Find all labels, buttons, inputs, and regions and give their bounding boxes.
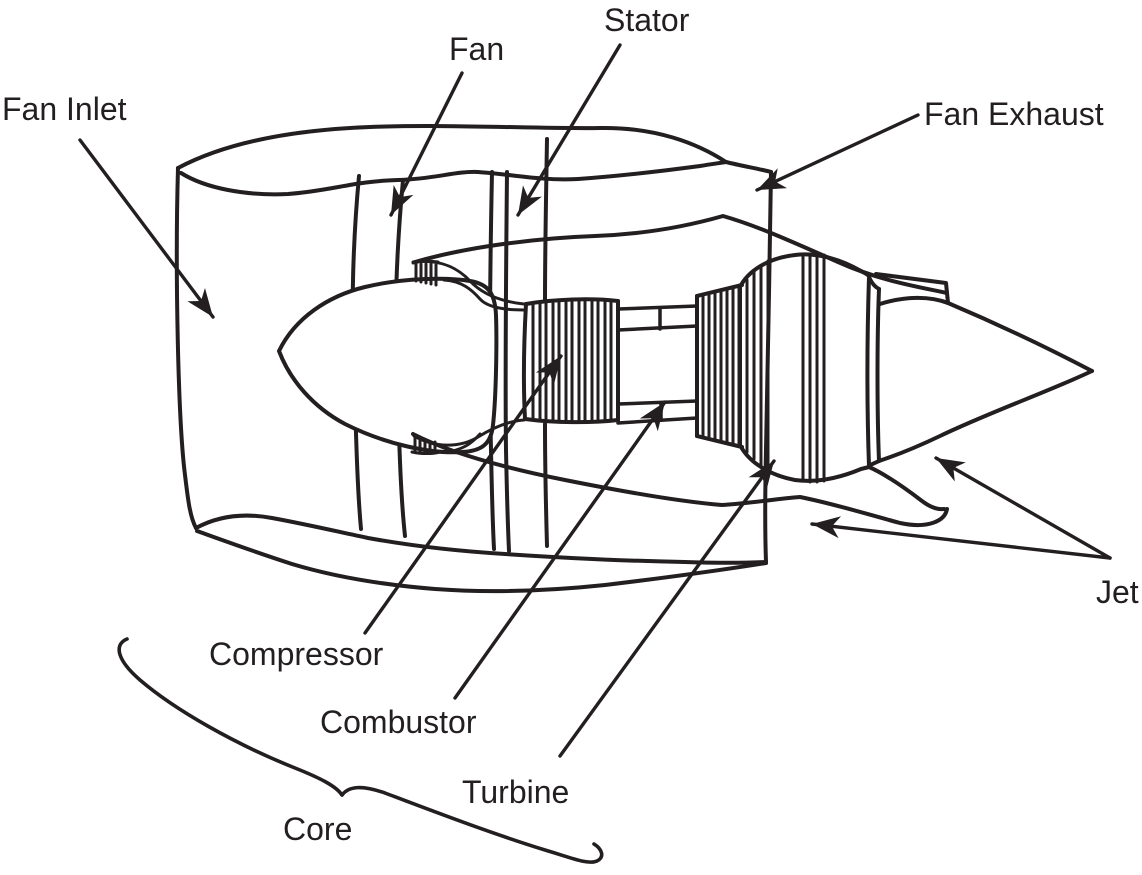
exhaust-cone <box>865 272 1094 512</box>
turbine-lp-drum <box>738 252 871 484</box>
label-jet: Jet <box>1096 574 1139 610</box>
fan-inlet-arrow <box>78 138 215 319</box>
combustor-section <box>616 304 699 425</box>
label-fan-exhaust: Fan Exhaust <box>924 96 1104 132</box>
jet-arrow-core <box>934 456 1112 560</box>
label-core: Core <box>283 811 353 847</box>
label-compressor: Compressor <box>209 636 384 672</box>
fan-nacelle <box>174 124 773 594</box>
compressor-arrow <box>363 354 563 635</box>
spinner-cone <box>277 276 499 455</box>
label-fan-inlet: Fan Inlet <box>2 91 127 127</box>
label-fan: Fan <box>449 31 505 67</box>
label-stator: Stator <box>604 2 690 38</box>
combustor-arrow <box>453 400 667 700</box>
turbine-arrow <box>558 459 776 758</box>
turbine-hp-section <box>695 283 744 449</box>
compressor-drum <box>521 297 620 425</box>
label-turbine: Turbine <box>462 774 570 810</box>
fan-exhaust-arrow <box>755 113 920 192</box>
label-combustor: Combustor <box>320 704 477 740</box>
stator-vanes <box>487 137 549 553</box>
fan-arrow <box>389 71 464 217</box>
jet-arrow-fan <box>810 516 1112 560</box>
stator-arrow <box>516 43 622 217</box>
core-brace <box>117 637 604 864</box>
